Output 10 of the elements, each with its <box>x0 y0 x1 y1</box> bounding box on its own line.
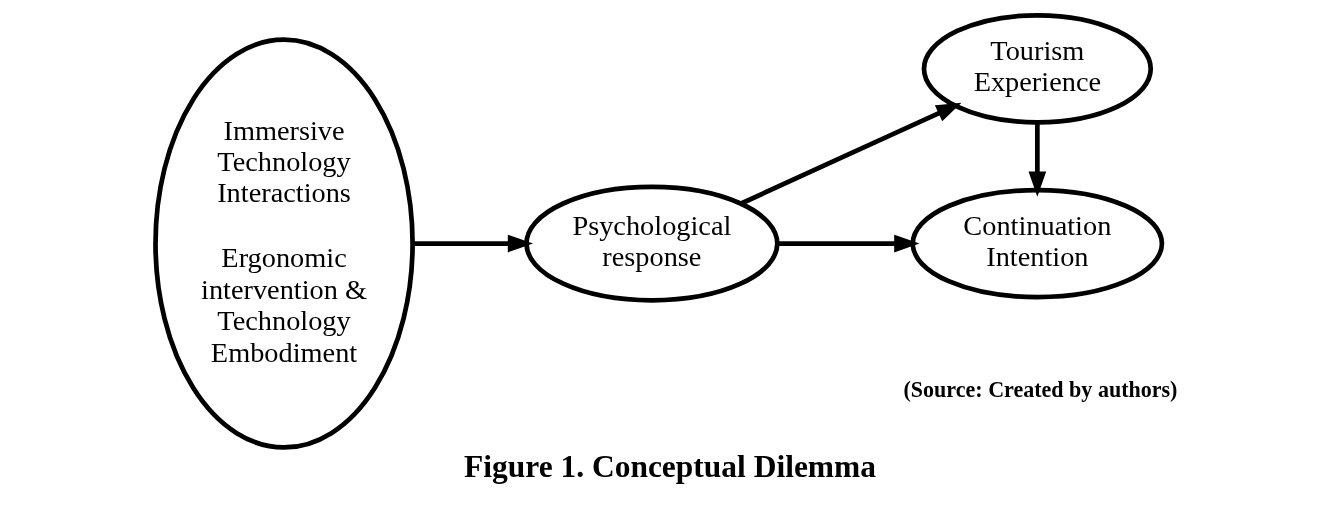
node-ellipse: Continuation Intention <box>909 187 1164 299</box>
label: (Source: Created by authors) <box>903 376 1177 402</box>
arrow <box>412 234 533 252</box>
arrow <box>739 102 961 206</box>
caption: Figure 1. Conceptual Dilemma <box>463 448 876 484</box>
arrow <box>777 234 919 252</box>
node-ellipse: Immersive Technology Interactions Ergonomic intervention & Technology Embodiment <box>152 36 415 450</box>
node-ellipse: Tourism Experience <box>921 12 1153 125</box>
node-ellipse: Psychological response <box>523 184 780 303</box>
arrow <box>1028 122 1046 197</box>
